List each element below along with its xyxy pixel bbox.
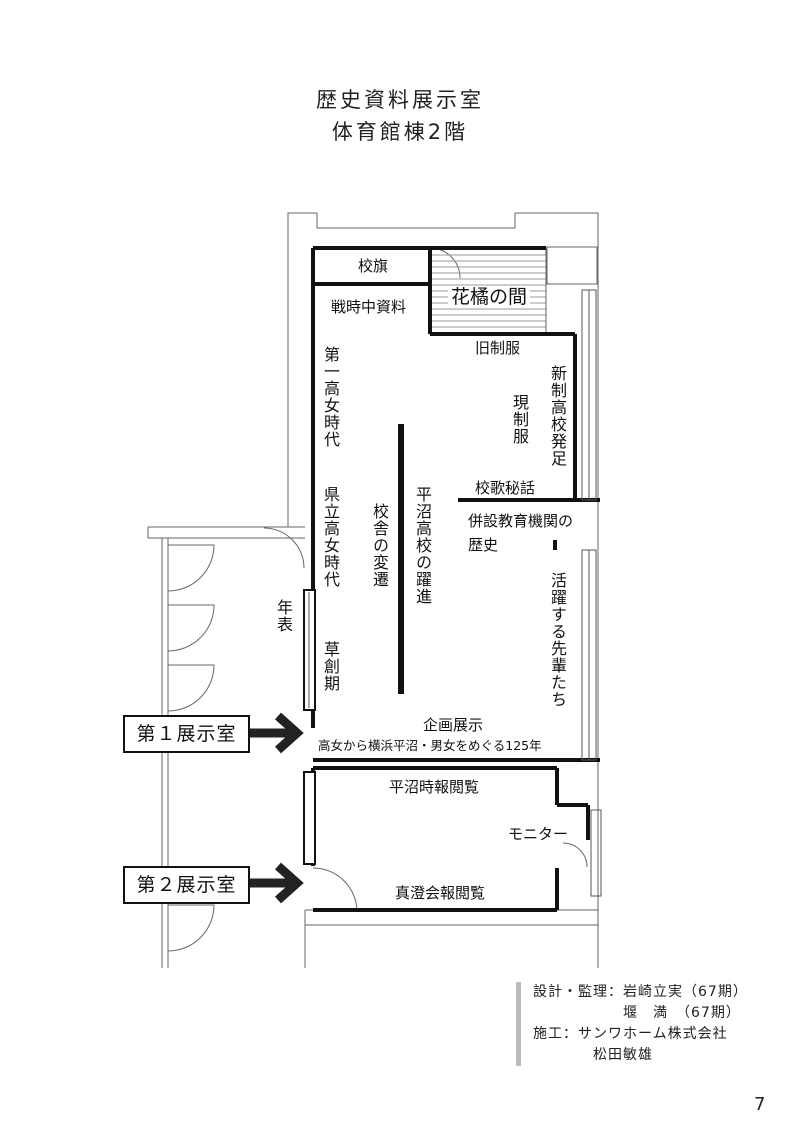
door-swings: [167, 247, 588, 952]
credits-block: 設計・監理：岩崎立実（67期） 堰 満 （67期） 施工：サンワホーム株式会社 …: [516, 982, 748, 1066]
label-first-girls: 第一高女時代: [321, 346, 340, 448]
right-windows: [581, 289, 602, 897]
label-founding: 草創期: [321, 641, 340, 692]
room2-walls: [311, 766, 590, 912]
label-monitor: モニター: [508, 825, 569, 843]
label-hanatachibana: 花橘の間: [448, 287, 531, 308]
page-number: 7: [754, 1094, 766, 1115]
label-masumi-news: 真澄会報閲覧: [395, 884, 486, 902]
label-school-building: 校舎の変遷: [370, 503, 389, 588]
label-affiliated-history-2: 歴史: [468, 536, 499, 554]
label-prefectural-girls: 県立高女時代: [321, 486, 340, 588]
label-timeline: 年表: [274, 599, 293, 633]
credit-line: 設計・監理：岩崎立実（67期）: [533, 984, 748, 1000]
label-special-exhibit: 企画展示: [423, 716, 484, 734]
label-flag: 校旗: [358, 257, 389, 275]
room2-panel: [303, 771, 316, 865]
label-school-song: 校歌秘話: [475, 479, 536, 497]
label-special-exhibit-sub: 高女から横浜平沼・男女をめぐる125年: [318, 738, 542, 753]
credit-line: 堰 満 （67期）: [533, 1005, 741, 1021]
label-new-system: 新制高校発足: [548, 365, 567, 467]
label-hiranuma-leap: 平沼高校の躍進: [413, 486, 432, 605]
arrow-icon: [250, 862, 304, 904]
page-subtitle: 体育館棟2階: [331, 120, 469, 144]
label-current-uniform: 現制服: [510, 394, 529, 445]
outer-walls: [147, 212, 599, 968]
room1-walls: [311, 246, 600, 762]
label-old-uniform: 旧制服: [475, 339, 521, 357]
label-active-alumni: 活躍する先輩たち: [548, 572, 567, 708]
label-affiliated-history-1: 併設教育機関の: [468, 512, 574, 530]
label-wartime: 戦時中資料: [331, 298, 407, 316]
page-title: 歴史資料展示室: [316, 88, 484, 112]
credit-line: 施工：サンワホーム株式会社: [533, 1026, 728, 1042]
room2-entrance-button[interactable]: 第２展示室: [123, 866, 250, 904]
credit-line: 松田敏雄: [533, 1047, 653, 1063]
label-hiranuma-news: 平沼時報閲覧: [389, 778, 480, 796]
room1-entrance-button[interactable]: 第１展示室: [123, 715, 250, 753]
arrow-icon: [250, 712, 304, 754]
